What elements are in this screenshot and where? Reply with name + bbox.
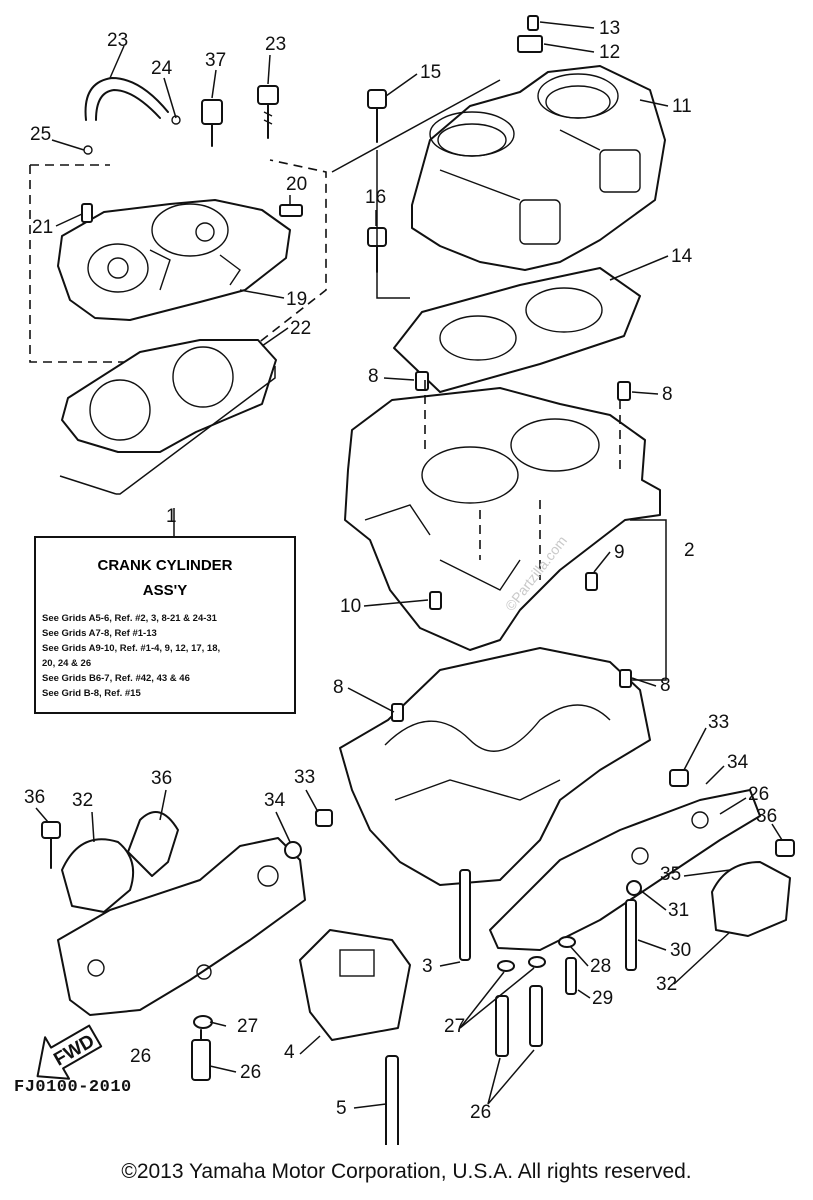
reference-line: See Grids A9-10, Ref. #1-4, 9, 12, 17, 1… [42, 643, 221, 654]
callout-19: 21 [32, 217, 53, 238]
callout-21: 23 [265, 34, 286, 55]
bolt-part [257, 85, 279, 105]
callout-labels: 23 24 37 23 25 20 21 19 22 13 12 15 11 1… [24, 18, 777, 1123]
cylinder-block-group [331, 15, 666, 401]
callout-9: 9 [614, 542, 625, 563]
callout-27b: 27 [444, 1016, 465, 1037]
reference-line: See Grids B6-7, Ref. #42, 43 & 46 [42, 673, 190, 684]
callout-35r: 35 [660, 864, 681, 885]
callout-8c: 8 [333, 677, 344, 698]
callout-36: 36 [24, 787, 45, 808]
upper-crankcase-group [344, 380, 667, 681]
callout-3: 3 [422, 956, 433, 977]
callout-25: 26 [130, 1046, 151, 1067]
cylinder-head-group [29, 77, 327, 495]
callout-8d: 8 [660, 675, 671, 696]
exploded-parts-diagram: FWD ©Partzilla.com 23 24 37 23 25 20 21 … [24, 15, 795, 1145]
reference-line: See Grids A7-8, Ref #1-13 [42, 628, 157, 639]
hose-part [84, 77, 169, 121]
callout-18: 20 [286, 174, 307, 195]
forward-arrow-icon [36, 1024, 103, 1080]
reference-box: CRANK CYLINDER ASS'Y See Grids A5-6, Ref… [34, 536, 296, 714]
callout-13: 13 [599, 18, 620, 39]
callout-33: 33 [294, 767, 315, 788]
reference-list: See Grids A5-6, Ref. #2, 3, 8-21 & 24-31… [36, 611, 294, 701]
right-mount-bracket-part [489, 789, 761, 951]
callout-8b: 8 [662, 384, 673, 405]
upper-crankcase-part [344, 387, 661, 651]
callout-26: 26 [240, 1062, 261, 1083]
callout-23: 24 [151, 58, 173, 79]
callout-37: 37 [205, 50, 226, 71]
callout-24: 26 [748, 784, 769, 805]
callout-33r: 33 [708, 712, 729, 733]
callout-32: 32 [72, 790, 93, 811]
callout-28: 28 [590, 956, 611, 977]
callout-14: 14 [671, 246, 693, 267]
callout-2: 2 [684, 540, 695, 561]
callout-36r: 36 [756, 806, 777, 827]
callout-15: 15 [420, 62, 441, 83]
diagram-code: FJ0100-2010 [14, 1078, 132, 1097]
callout-8a: 8 [368, 366, 379, 387]
callout-30: 30 [670, 940, 691, 961]
cylinder-block-part [411, 65, 666, 271]
reference-line: 20, 24 & 26 [42, 658, 92, 669]
lower-crankcase-part [339, 647, 651, 886]
engine-mount-group [41, 769, 795, 1145]
head-gasket-part [61, 339, 277, 453]
reference-line: See Grids A5-6, Ref. #2, 3, 8-21 & 24-31 [42, 613, 217, 624]
center-mount-part [299, 929, 411, 1041]
reference-line: See Grid B-8, Ref. #15 [42, 688, 141, 699]
callout-23b: 25 [30, 124, 51, 145]
callout-20: 22 [290, 318, 311, 339]
callout-29: 29 [592, 988, 613, 1009]
callout-27: 27 [237, 1016, 258, 1037]
callout-17: 19 [286, 289, 307, 310]
left-mount-bracket-part [57, 837, 306, 1016]
callout-4: 4 [284, 1042, 295, 1063]
callout-11: 11 [672, 96, 692, 117]
callout-10: 10 [340, 596, 361, 617]
lower-crankcase-group [339, 647, 651, 886]
callout-leaders [35, 21, 783, 1109]
copyright-notice: ©2013 Yamaha Motor Corporation, U.S.A. A… [121, 1160, 692, 1183]
callout-5: 5 [336, 1098, 347, 1119]
callout-1: 1 [166, 506, 177, 527]
callout-34: 34 [264, 790, 286, 811]
callout-31: 31 [668, 900, 689, 921]
base-gasket-part [393, 267, 641, 393]
callout-16: 16 [365, 187, 386, 208]
callout-12: 12 [599, 42, 620, 63]
callout-35: 36 [151, 768, 172, 789]
reference-title-line2: ASS'Y [142, 582, 188, 599]
callout-34r: 34 [727, 752, 749, 773]
callout-32r: 32 [656, 974, 677, 995]
callout-26b: 26 [470, 1102, 491, 1123]
plug-part [201, 99, 223, 125]
cylinder-head-part [57, 199, 291, 321]
callout-22: 23 [107, 30, 128, 51]
reference-title-line1: CRANK CYLINDER [97, 557, 233, 574]
reference-title: CRANK CYLINDER ASS'Y [36, 553, 294, 603]
